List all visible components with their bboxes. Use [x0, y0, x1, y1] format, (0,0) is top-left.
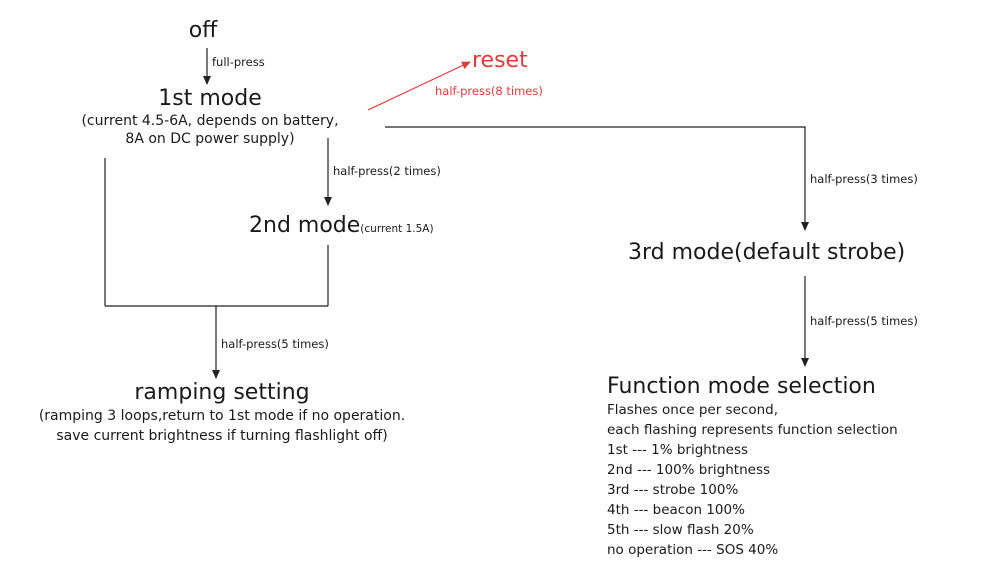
node-ramping-note-1: (ramping 3 loops,return to 1st mode if n… [38, 408, 406, 424]
function-line: 3rd --- strobe 100% [607, 482, 739, 498]
function-line: 5th --- slow flash 20% [607, 522, 754, 538]
edge-label-ramping: half-press(5 times) [221, 337, 329, 351]
node-mode1: 1st mode [158, 86, 262, 111]
edge-label-function: half-press(5 times) [810, 314, 918, 328]
function-line: 2nd --- 100% brightness [607, 462, 771, 478]
node-mode2-note: (current 1.5A) [360, 223, 434, 235]
function-line: 1st --- 1% brightness [607, 442, 749, 458]
node-mode1-note-2: 8A on DC power supply) [125, 131, 295, 147]
node-ramping: ramping setting [134, 380, 310, 405]
function-line: each flashing represents function select… [607, 422, 898, 438]
node-mode2-title: 2nd mode [249, 213, 361, 238]
node-mode2: 2nd mode(current 1.5A) [249, 213, 434, 238]
arrow-mode1-to-reset [367, 61, 471, 111]
function-line: 4th --- beacon 100% [607, 502, 745, 518]
node-ramping-note-2: save current brightness if turning flash… [56, 428, 388, 444]
edge-label-mode3: half-press(3 times) [810, 172, 918, 186]
node-off: off [188, 18, 218, 43]
arrow-mode1-to-mode3 [385, 126, 809, 231]
function-line: no operation --- SOS 40% [607, 542, 779, 558]
function-list: Flashes once per second, each flashing r… [607, 400, 898, 560]
node-mode1-note-1: (current 4.5-6A, depends on battery, [81, 113, 339, 129]
edge-label-mode2: half-press(2 times) [333, 164, 441, 178]
node-mode3: 3rd mode(default strobe) [628, 240, 906, 265]
edge-label-reset: half-press(8 times) [435, 84, 543, 98]
node-function: Function mode selection [607, 374, 876, 399]
function-line: Flashes once per second, [607, 402, 778, 418]
edge-label-full-press: full-press [212, 55, 265, 69]
node-reset: reset [472, 48, 528, 73]
